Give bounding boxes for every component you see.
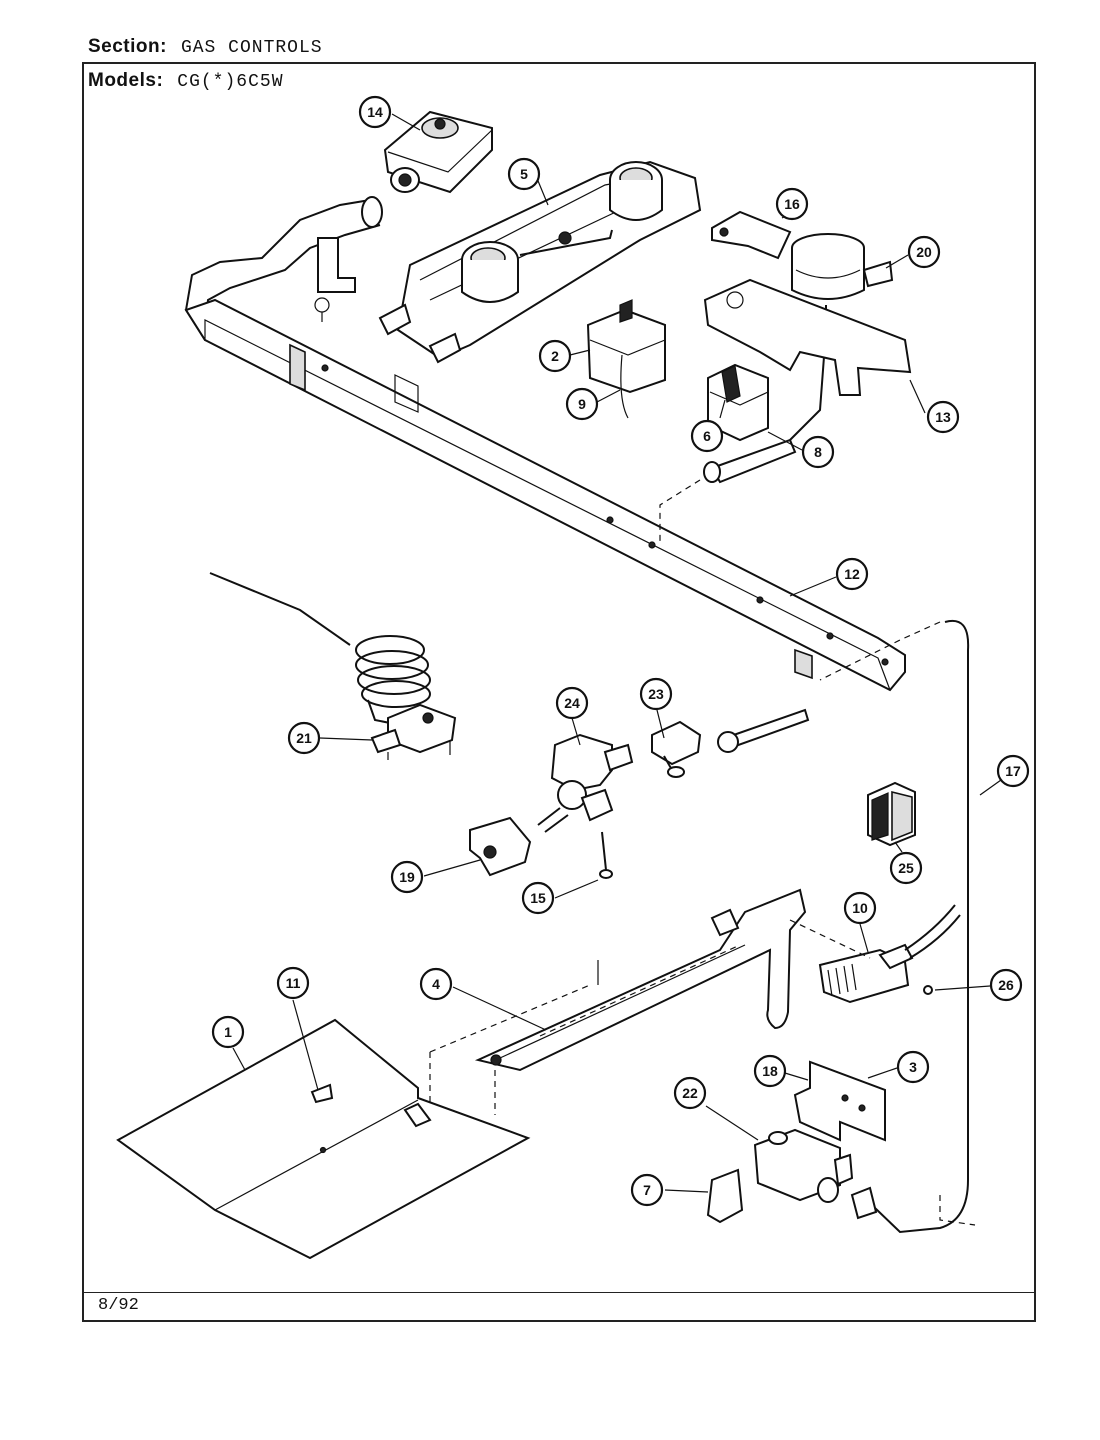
callout-label: 17 — [1005, 763, 1021, 779]
part-ignition-switch — [707, 363, 769, 442]
callout-23: 23 — [639, 677, 673, 711]
diagram-frame — [82, 62, 1036, 1322]
callout-label: 18 — [762, 1063, 778, 1079]
callout-15: 15 — [521, 881, 555, 915]
callout-1: 1 — [211, 1015, 245, 1049]
part-orifice-fitting — [659, 438, 797, 545]
callout-11: 11 — [276, 966, 310, 1000]
part-mounting-bracket — [703, 278, 912, 396]
callout-3: 3 — [896, 1050, 930, 1084]
callout-20: 20 — [907, 235, 941, 269]
part-manifold-inlet-pipe — [184, 196, 383, 361]
callout-18: 18 — [753, 1054, 787, 1088]
callout-8: 8 — [801, 435, 835, 469]
callout-label: 13 — [935, 409, 951, 425]
callout-label: 9 — [578, 396, 586, 412]
part-oven-burner — [429, 888, 807, 1115]
callout-17: 17 — [996, 754, 1030, 788]
footer-divider — [82, 1292, 1036, 1293]
callout-26: 26 — [989, 968, 1023, 1002]
callout-13: 13 — [926, 400, 960, 434]
callout-label: 8 — [814, 444, 822, 460]
section-label: Section: — [88, 36, 167, 57]
part-clock-bracket — [711, 210, 792, 260]
callout-2: 2 — [538, 339, 572, 373]
callout-label: 22 — [682, 1085, 698, 1101]
part-safety-valve — [706, 1128, 878, 1224]
part-tubing — [819, 619, 976, 1234]
callout-25: 25 — [889, 851, 923, 885]
callout-label: 24 — [564, 695, 580, 711]
part-valve-switch — [586, 299, 666, 419]
callout-label: 19 — [399, 869, 415, 885]
part-burner-valve — [469, 733, 634, 879]
part-pressure-regulator — [383, 110, 493, 194]
callout-label: 2 — [551, 348, 559, 364]
callout-label: 26 — [998, 977, 1014, 993]
callout-6: 6 — [690, 419, 724, 453]
callout-label: 23 — [648, 686, 664, 702]
part-manifold-bar — [184, 298, 906, 692]
callout-label: 6 — [703, 428, 711, 444]
callout-label: 15 — [530, 890, 546, 906]
section-value: GAS CONTROLS — [180, 38, 323, 58]
part-relay-block — [867, 781, 916, 847]
callout-22: 22 — [673, 1076, 707, 1110]
callout-label: 5 — [520, 166, 528, 182]
callout-label: 25 — [898, 860, 914, 876]
models-label: Models: — [88, 70, 164, 91]
callout-label: 16 — [784, 196, 800, 212]
callout-5: 5 — [507, 157, 541, 191]
section-header: Section: GAS CONTROLS — [88, 36, 323, 58]
callout-label: 7 — [643, 1182, 651, 1198]
callout-7: 7 — [630, 1173, 664, 1207]
callout-16: 16 — [775, 187, 809, 221]
callout-label: 12 — [844, 566, 860, 582]
part-top-burner — [378, 160, 702, 364]
callout-4: 4 — [419, 967, 453, 1001]
leader-lines — [232, 113, 1002, 1193]
revision-date: 8/92 — [98, 1296, 139, 1315]
callout-14: 14 — [358, 95, 392, 129]
models-value: CG(*)6C5W — [177, 72, 284, 92]
callout-label: 21 — [296, 730, 312, 746]
callout-19: 19 — [390, 860, 424, 894]
part-gas-valve — [651, 708, 810, 778]
callout-label: 10 — [852, 900, 868, 916]
part-burner-shield — [116, 1018, 531, 1260]
part-valve-bracket — [793, 1060, 886, 1142]
callout-label: 1 — [224, 1024, 232, 1040]
callout-10: 10 — [843, 891, 877, 925]
callout-12: 12 — [835, 557, 869, 591]
callout-9: 9 — [565, 387, 599, 421]
part-igniter — [789, 904, 961, 1004]
callout-21: 21 — [287, 721, 321, 755]
callout-label: 14 — [367, 104, 383, 120]
callout-24: 24 — [555, 686, 589, 720]
callout-label: 11 — [286, 975, 301, 991]
callout-label: 3 — [909, 1059, 917, 1075]
callout-label: 20 — [916, 244, 932, 260]
part-oven-thermostat — [209, 572, 457, 760]
models-header: Models: CG(*)6C5W — [88, 70, 284, 92]
callout-label: 4 — [432, 976, 440, 992]
